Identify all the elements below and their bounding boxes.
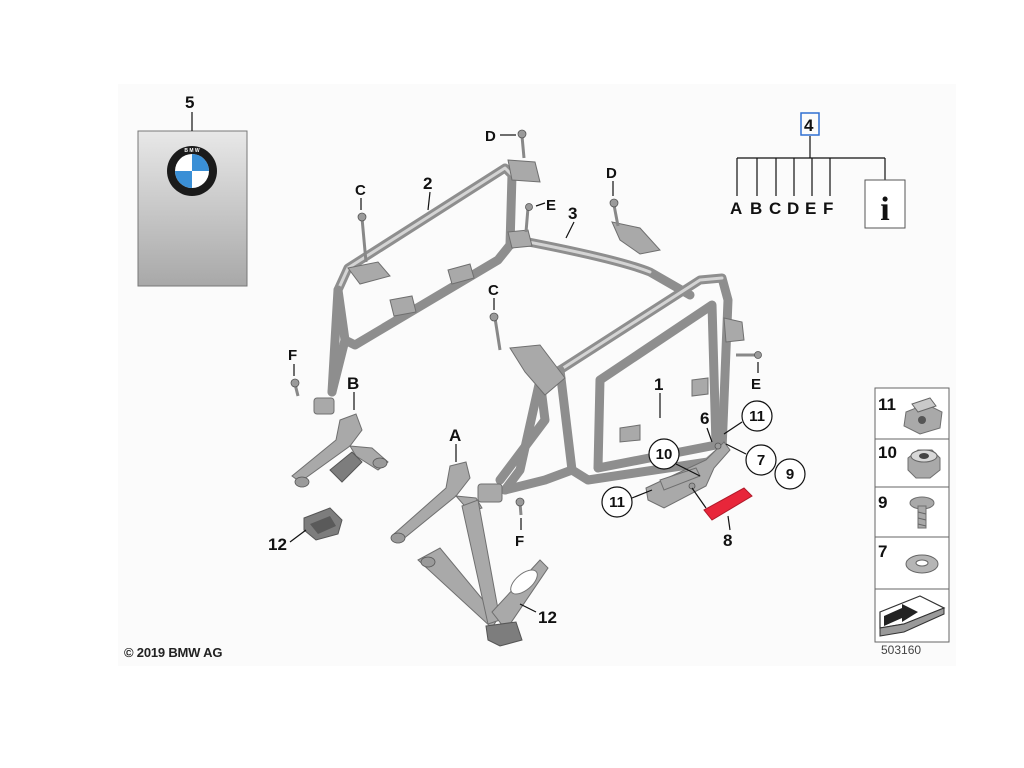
label-b: B	[347, 374, 359, 393]
leader-6	[706, 427, 713, 443]
label-2: 2	[423, 174, 432, 193]
part-8-red-reflector[interactable]	[703, 487, 753, 521]
label-d-top: D	[485, 128, 496, 145]
leader-e-center	[535, 202, 546, 207]
bolt-d-right[interactable]	[609, 198, 620, 227]
callout-11-bottom[interactable]: 11	[601, 486, 633, 518]
bmw-roundel-icon: B M W	[167, 146, 217, 196]
svg-text:B M W: B M W	[184, 148, 200, 154]
tree-letter-f: F	[823, 199, 833, 218]
leader-8-mount	[691, 487, 707, 509]
label-8: 8	[723, 531, 732, 550]
leader-12-left	[289, 529, 307, 543]
part-5-emblem-card[interactable]: B M W	[137, 130, 248, 287]
part-6-reflector-bracket[interactable]	[645, 441, 731, 509]
legend-item-10-lock-nut[interactable]: 10	[878, 443, 941, 479]
tree-letter-b: B	[750, 199, 762, 218]
legend-arrow-icon[interactable]	[879, 595, 946, 637]
label-12-left: 12	[268, 535, 287, 554]
label-5: 5	[185, 93, 194, 112]
label-1: 1	[654, 375, 663, 394]
label-d-right: D	[606, 165, 617, 182]
svg-text:9: 9	[878, 493, 887, 512]
bracket-a[interactable]	[390, 461, 549, 647]
leader-8	[727, 515, 731, 531]
label-c-center: C	[488, 282, 499, 299]
label-e-right: E	[751, 376, 761, 393]
tree-letter-e: E	[805, 199, 816, 218]
callout-7[interactable]: 7	[745, 444, 777, 476]
part-4-kit-tree[interactable]: 4 A B C D E F i	[730, 112, 906, 229]
part-12-left-pad[interactable]	[303, 507, 343, 541]
bracket-b[interactable]	[291, 413, 389, 488]
info-icon[interactable]: i	[864, 179, 906, 229]
callout-11-top[interactable]: 11	[741, 400, 773, 432]
label-f-bottom: F	[515, 533, 524, 550]
bolt-d-top[interactable]	[517, 129, 527, 159]
svg-text:10: 10	[878, 443, 897, 462]
bolt-c-left[interactable]	[357, 212, 368, 263]
svg-text:10: 10	[656, 446, 673, 463]
bolt-f-bottom[interactable]	[515, 497, 525, 516]
leader-2	[427, 191, 431, 211]
legend-item-9-screw[interactable]: 9	[878, 493, 935, 529]
bolt-f-left[interactable]	[290, 378, 300, 397]
svg-text:11: 11	[749, 408, 765, 425]
legend-item-11-clip-nut[interactable]: 11	[878, 395, 943, 435]
leader-12-right	[519, 603, 537, 613]
leader-3	[565, 221, 575, 239]
callout-9[interactable]: 9	[774, 458, 806, 490]
leader-10	[675, 463, 701, 477]
bolt-e-right[interactable]	[736, 351, 762, 359]
leader-11-top	[723, 421, 743, 435]
legend-item-7-washer[interactable]: 7	[878, 542, 939, 574]
part-3-crossbar[interactable]	[505, 221, 695, 300]
svg-text:i: i	[880, 191, 889, 228]
diagram-number: 503160	[881, 643, 922, 657]
tree-letter-a: A	[730, 199, 742, 218]
label-c-left: C	[355, 182, 366, 199]
small-parts-legend: 11 10 9 7	[874, 387, 950, 643]
leader-11-bottom	[631, 489, 653, 499]
svg-text:11: 11	[609, 494, 625, 511]
tree-letter-d: D	[787, 199, 799, 218]
bolt-c-center[interactable]	[489, 312, 502, 351]
label-3: 3	[568, 204, 577, 223]
svg-text:9: 9	[786, 466, 794, 483]
part-4-highlight-box	[800, 112, 820, 136]
bolt-e-center[interactable]	[524, 203, 533, 233]
label-a: A	[449, 426, 461, 445]
label-6: 6	[700, 409, 709, 428]
label-12-right: 12	[538, 608, 557, 627]
svg-text:7: 7	[757, 452, 765, 469]
tree-letter-c: C	[769, 199, 781, 218]
label-e-center: E	[546, 197, 556, 214]
label-4: 4	[804, 116, 814, 135]
label-f-left: F	[288, 347, 297, 364]
svg-text:11: 11	[878, 395, 896, 414]
callout-10[interactable]: 10	[648, 438, 680, 470]
svg-text:7: 7	[878, 542, 887, 561]
leader-7	[725, 443, 747, 455]
copyright-text: © 2019 BMW AG	[124, 645, 223, 660]
